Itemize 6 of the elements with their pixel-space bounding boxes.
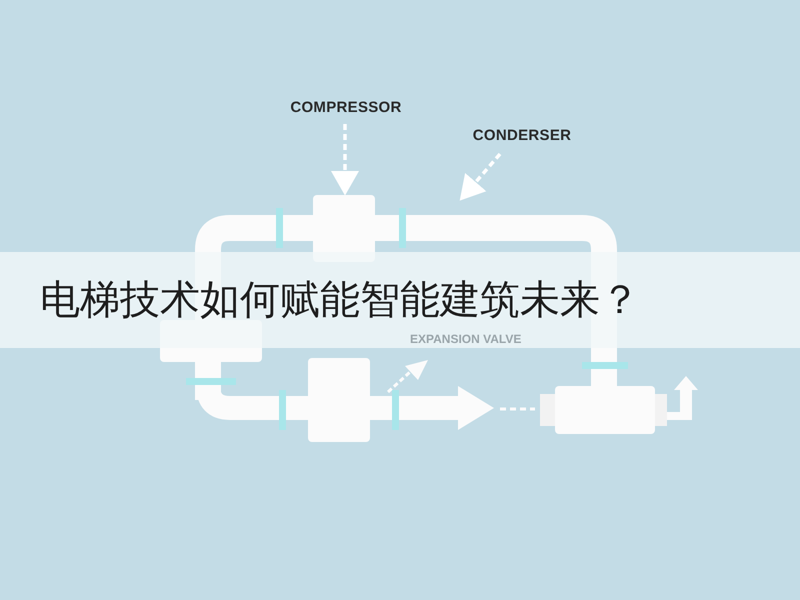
part-label: EXPANSION VALVE [410, 332, 522, 346]
title: 电梯技术如何赋能智能建筑未来？ [40, 276, 640, 325]
part-label: CONDERSER [459, 126, 585, 146]
part-label: COMPRESSOR [278, 98, 414, 118]
leader-arrow [460, 152, 502, 201]
leader-arrow [331, 124, 359, 196]
